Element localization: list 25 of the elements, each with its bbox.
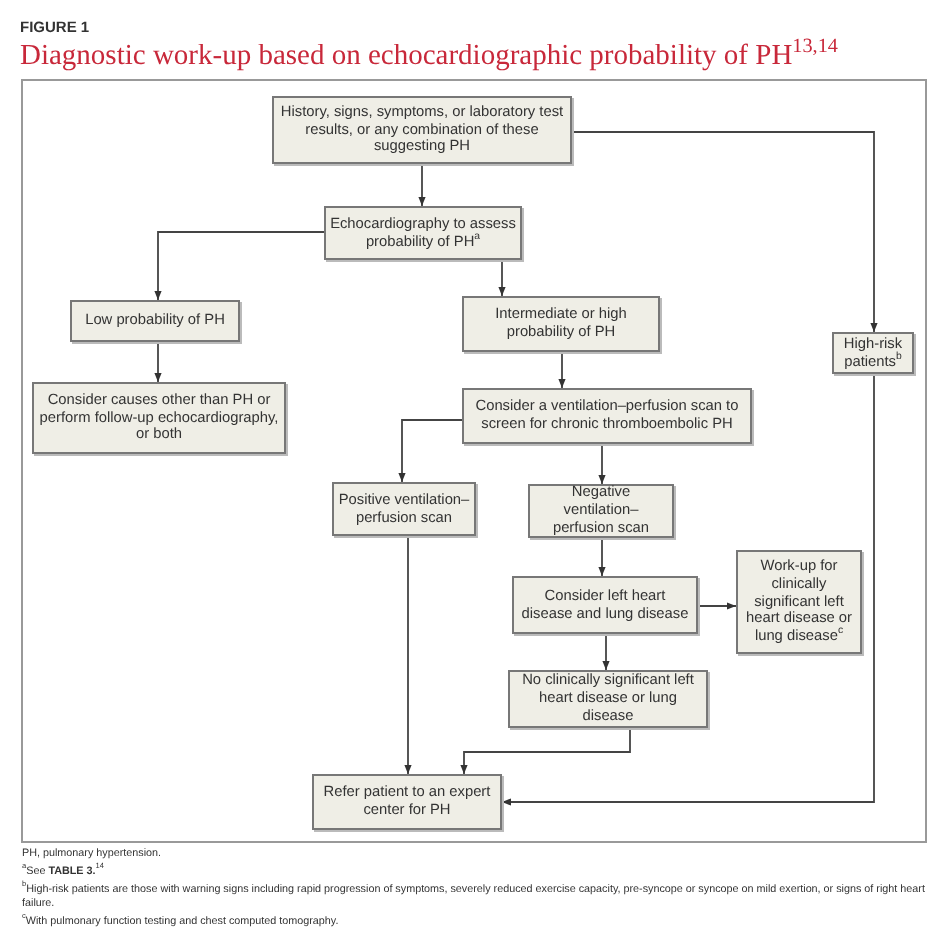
arrow (598, 443, 606, 485)
arrow (598, 537, 606, 577)
process-box (512, 576, 698, 634)
process-box (462, 388, 752, 444)
process-box (462, 296, 660, 352)
arrow (498, 259, 506, 297)
process-box (70, 300, 240, 342)
process-box (832, 332, 914, 374)
figure-title: Diagnostic work-up based on echocardiographic probability of PH$^{13,14}$ (20, 40, 838, 74)
process-box (508, 670, 708, 728)
arrow (398, 419, 463, 483)
arrow (602, 633, 610, 671)
arrow (558, 351, 566, 389)
arrow (154, 231, 325, 301)
process-box (528, 484, 674, 538)
process-box (332, 482, 476, 536)
arrow (697, 602, 737, 610)
process-box (312, 774, 502, 830)
arrow (571, 131, 878, 333)
arrow (418, 163, 426, 207)
arrow (404, 535, 412, 775)
process-box (324, 206, 522, 260)
arrow (460, 727, 631, 775)
arrow (154, 341, 162, 383)
arrow (501, 373, 875, 806)
